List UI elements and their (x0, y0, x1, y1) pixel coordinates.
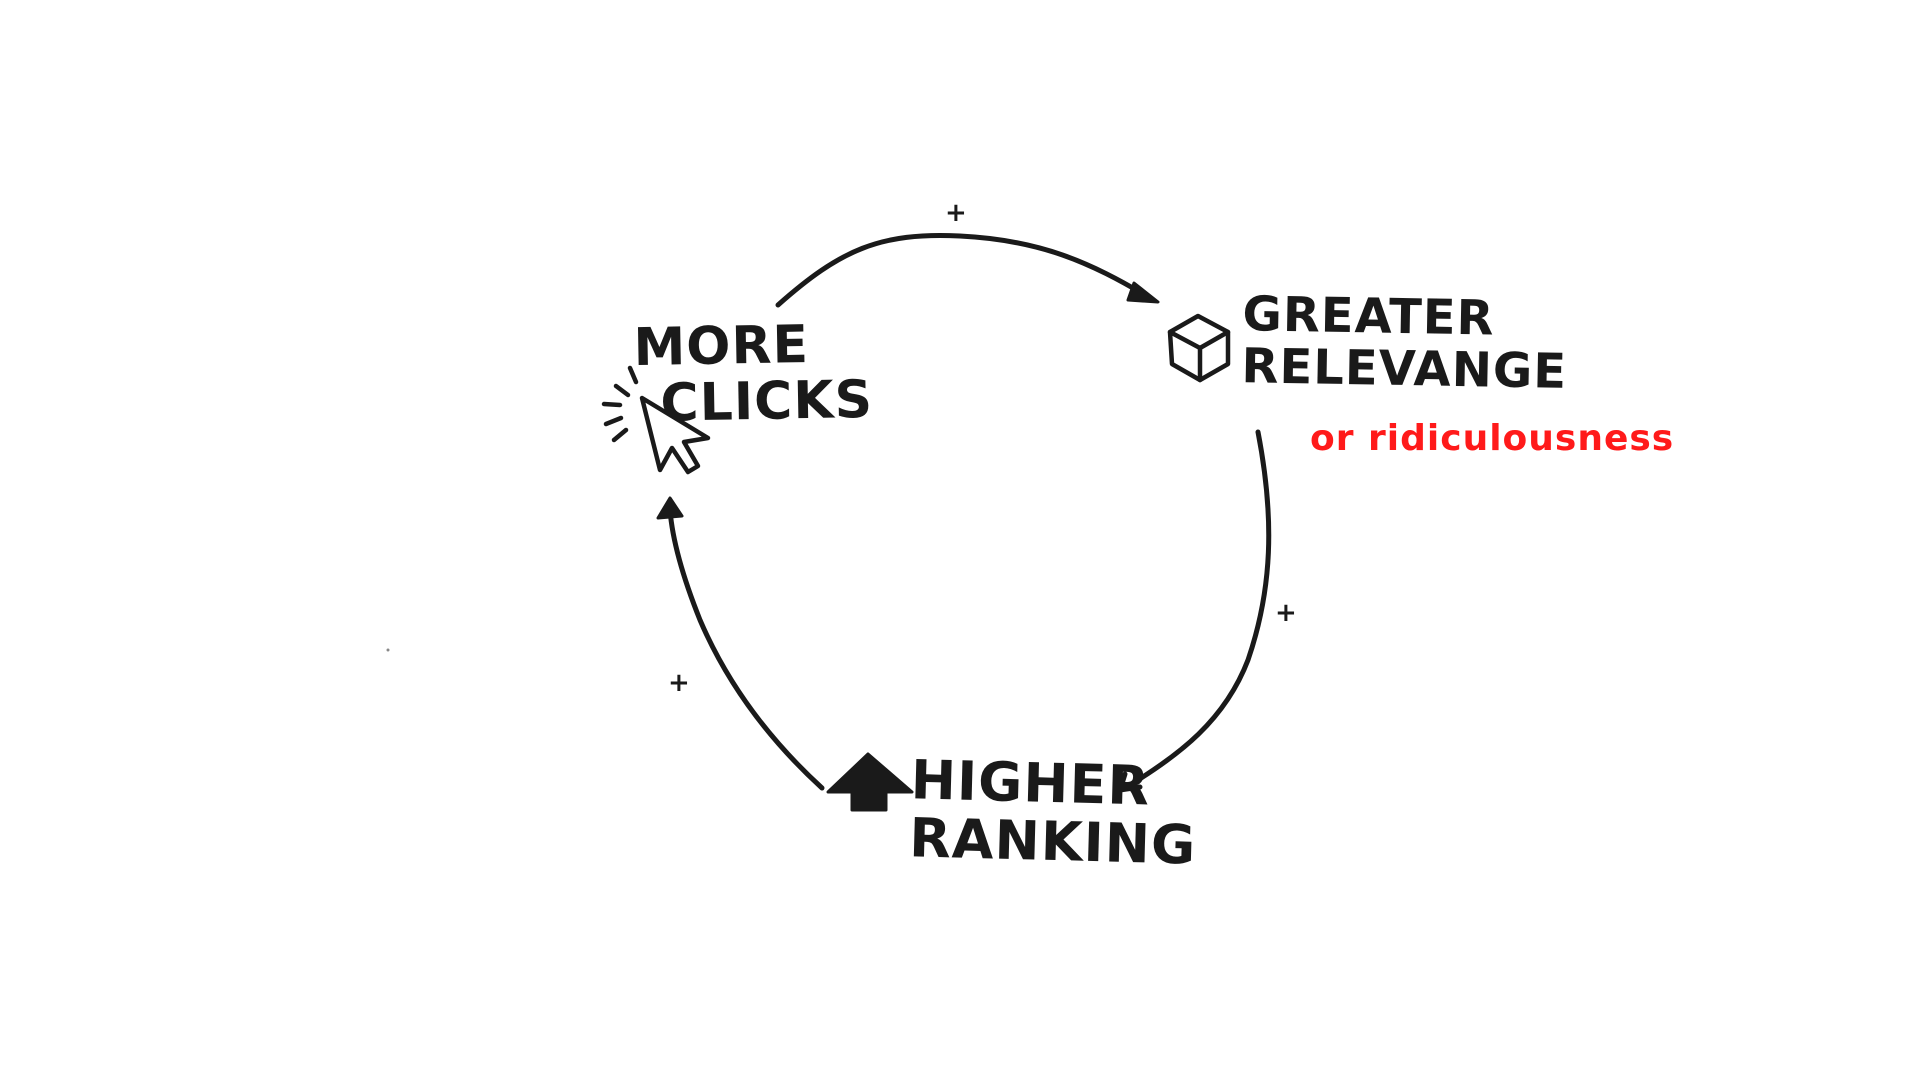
annotation-text: or ridiculousness (1310, 418, 1675, 459)
node-label-line: More (633, 315, 810, 379)
cursor-click-icon (601, 365, 711, 475)
arrowhead-clicks (656, 496, 684, 520)
edge-sign-plus: + (945, 198, 967, 228)
up-arrow-icon (826, 752, 914, 812)
edge-ranking-to-clicks (667, 507, 825, 791)
edge-sign-plus: + (1275, 598, 1297, 628)
node-label-line: Relevange (1241, 337, 1568, 400)
cube-icon (1167, 313, 1231, 383)
edge-clicks-to-relevance (775, 232, 1153, 308)
node-label-line: Ranking (908, 806, 1198, 878)
edge-relevance-to-ranking (1122, 429, 1272, 791)
arrowhead-relevance (1126, 281, 1160, 304)
arrowhead-ranking (1117, 771, 1143, 793)
node-label-greater-relevance: Greater Relevange (1241, 286, 1568, 400)
node-label-line: Clicks (659, 370, 874, 434)
stray-dot (386, 648, 390, 652)
node-label-higher-ranking: Higher Ranking (908, 748, 1199, 878)
node-label-more-clicks: More Clicks (633, 315, 874, 434)
edge-sign-plus: + (668, 668, 690, 698)
